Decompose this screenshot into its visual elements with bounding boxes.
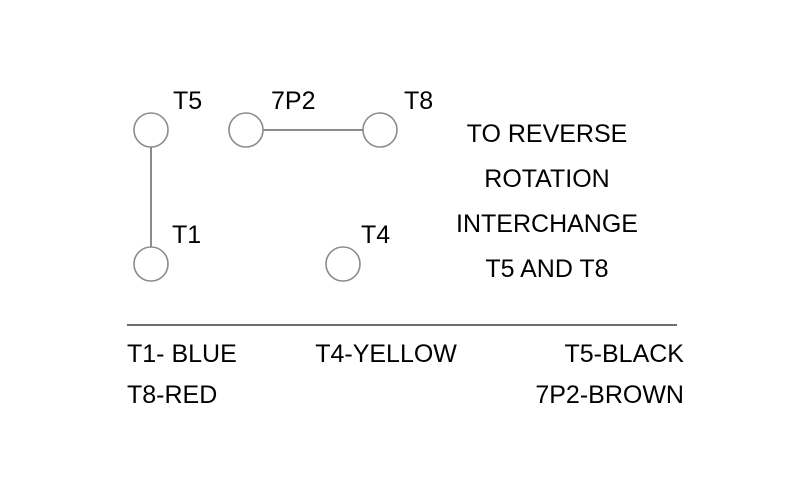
legend-entry-t5: T5-BLACK xyxy=(564,340,684,368)
terminal-label-t8: T8 xyxy=(404,87,434,115)
legend-entry-t8: T8-RED xyxy=(127,381,218,409)
legend-entry-7p2: 7P2-BROWN xyxy=(535,381,684,409)
terminal-label-t4: T4 xyxy=(361,221,391,249)
terminal-label-7p2: 7P2 xyxy=(271,87,316,115)
terminal-circle-t4[interactable] xyxy=(325,246,361,282)
legend-entry-t4: T4-YELLOW xyxy=(315,340,457,368)
instruction-line-2: ROTATION xyxy=(484,165,610,193)
wire-color-legend: T1- BLUE T8-RED T4-YELLOW T5-BLACK 7P2-B… xyxy=(127,334,684,416)
legend-column-right: T5-BLACK 7P2-BROWN xyxy=(535,334,684,416)
instruction-line-3: INTERCHANGE xyxy=(456,210,638,238)
legend-column-center: T4-YELLOW xyxy=(315,334,457,375)
legend-entry-t1: T1- BLUE xyxy=(127,340,237,368)
instruction-line-4: T5 AND T8 xyxy=(485,255,609,283)
terminal-label-t5: T5 xyxy=(173,87,203,115)
terminal-circle-7p2[interactable] xyxy=(228,112,264,148)
terminal-label-t1: T1 xyxy=(172,221,202,249)
instruction-note: TO REVERSE ROTATION INTERCHANGE T5 AND T… xyxy=(432,112,662,292)
instruction-line-1: TO REVERSE xyxy=(466,120,628,148)
terminal-circle-t5[interactable] xyxy=(133,112,169,148)
terminal-circle-t8[interactable] xyxy=(362,112,398,148)
legend-column-left: T1- BLUE T8-RED xyxy=(127,334,237,416)
terminal-circle-t1[interactable] xyxy=(133,246,169,282)
